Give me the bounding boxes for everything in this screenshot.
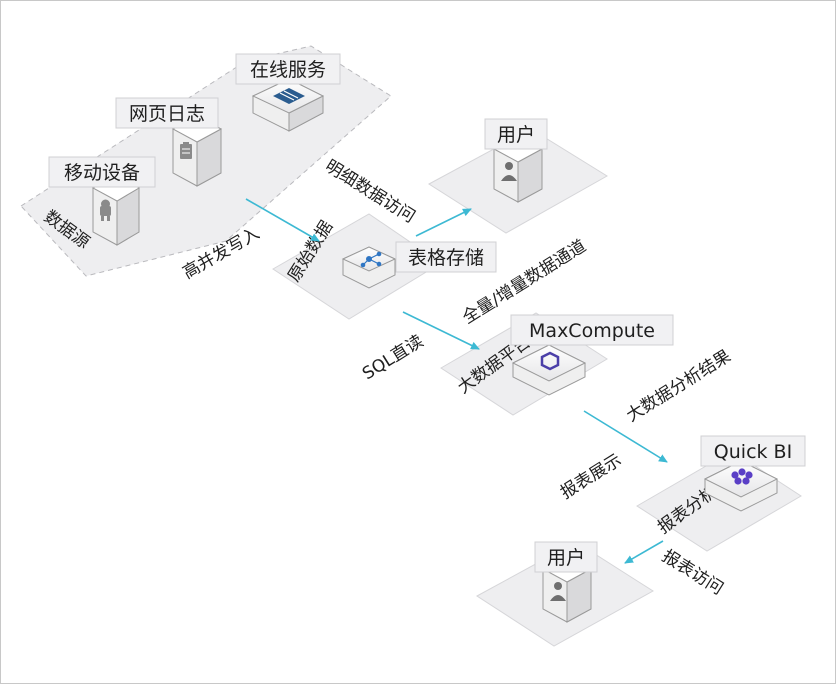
flow-label-sql-direct-read: SQL直读: [359, 331, 427, 384]
mobile-device-tag: [48, 156, 156, 188]
report-analysis-zone: 报表分析 Quick BI: [636, 435, 806, 552]
user-bottom-zone: 用户: [476, 541, 654, 647]
clipboard-log-icon: [180, 142, 192, 159]
user-bottom-tag: [534, 541, 598, 573]
mobile-device-label: 移动设备: [64, 162, 140, 184]
online-service-label: 在线服务: [250, 59, 326, 81]
android-icon: [100, 199, 111, 221]
online-service-tag: [235, 53, 341, 85]
flow-arrows: [245, 198, 668, 564]
arrow-detail-data-access: [415, 208, 472, 237]
quick-bi-label: Quick BI: [714, 441, 792, 463]
user-bottom-label: 用户: [547, 547, 585, 569]
quick-bi-tag: [700, 435, 806, 467]
web-log-label: 网页日志: [129, 103, 205, 125]
arrow-report-access: [624, 540, 664, 564]
flow-label-report-access: 报表访问: [658, 546, 726, 599]
server-icon: [273, 88, 305, 104]
raw-data-zone: 原始数据 表格存储: [272, 213, 497, 320]
cube-cluster-icon: [731, 468, 753, 485]
arrow-high-concurrency-write: [245, 198, 320, 242]
flow-label-report-display: 报表展示: [557, 450, 625, 503]
hexagon-ring-icon: [540, 351, 560, 371]
user-top-zone: 用户: [428, 118, 608, 234]
network-nodes-icon: [360, 251, 382, 268]
arrow-full-incremental-channel: [402, 311, 480, 350]
mobile-device-node: 移动设备: [48, 156, 156, 246]
maxcompute-tag: [510, 314, 674, 346]
user-icon: [501, 162, 517, 181]
user-icon: [550, 582, 566, 601]
arrow-analysis-result: [583, 410, 668, 463]
user-top-label: 用户: [497, 124, 535, 146]
big-data-platform-zone: 大数据平台 MaxCompute: [440, 312, 674, 416]
user-top-tag: [484, 118, 548, 150]
flow-label-big-data-analysis-result: 大数据分析结果: [623, 346, 735, 426]
table-store-tag: [395, 241, 497, 273]
web-log-tag: [115, 97, 219, 129]
online-service-node: 在线服务: [235, 53, 341, 132]
maxcompute-label: MaxCompute: [529, 320, 655, 342]
table-store-label: 表格存储: [408, 247, 484, 269]
web-log-node: 网页日志: [115, 97, 223, 187]
